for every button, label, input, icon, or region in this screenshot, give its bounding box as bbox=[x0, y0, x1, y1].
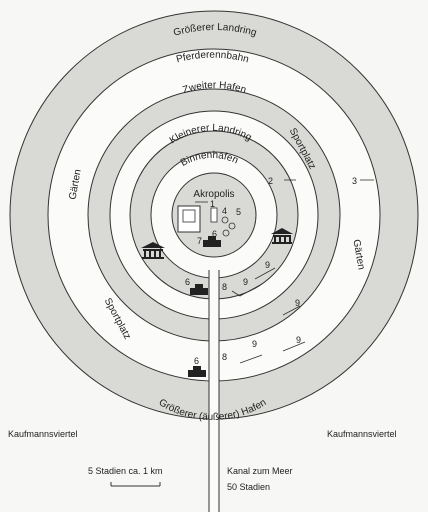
label-canal-1: Kanal zum Meer bbox=[227, 466, 293, 476]
label-merchants-left: Kaufmannsviertel bbox=[8, 429, 78, 439]
temple-icon-right bbox=[271, 228, 293, 244]
building-icon-center bbox=[203, 236, 221, 247]
num-9a: 9 bbox=[243, 277, 248, 287]
num-9c: 9 bbox=[295, 298, 300, 308]
label-racecourse: Pferderennbahn bbox=[175, 50, 250, 66]
num-2: 2 bbox=[268, 176, 273, 186]
num-9d: 9 bbox=[252, 339, 257, 349]
label-outer-land: Größerer Landring bbox=[172, 22, 257, 39]
num-1: 1 bbox=[210, 199, 215, 209]
canal bbox=[208, 272, 220, 512]
num-8b: 8 bbox=[222, 352, 227, 362]
scale-bar bbox=[110, 482, 161, 487]
num-6c: 6 bbox=[194, 356, 199, 366]
num-8a: 8 bbox=[222, 282, 227, 292]
label-canal-2: 50 Stadien bbox=[227, 482, 270, 492]
label-gardens-left: Gärten bbox=[67, 169, 83, 201]
temple-icon-left bbox=[141, 242, 165, 259]
tree-icons bbox=[221, 216, 236, 237]
label-gardens-right: Gärten bbox=[350, 239, 366, 271]
bridge-marks bbox=[208, 270, 220, 380]
num-7: 7 bbox=[197, 236, 202, 246]
num-9e: 9 bbox=[296, 335, 301, 345]
num-3: 3 bbox=[352, 176, 357, 186]
label-scale: 5 Stadien ca. 1 km bbox=[88, 466, 163, 476]
num-6b: 6 bbox=[185, 277, 190, 287]
label-acropolis: Akropolis bbox=[193, 189, 234, 200]
building-icon-mid bbox=[190, 284, 208, 295]
building-icon-lower bbox=[188, 366, 206, 377]
label-merchants-right: Kaufmannsviertel bbox=[327, 429, 397, 439]
num-9b: 9 bbox=[265, 260, 270, 270]
num-5: 5 bbox=[236, 207, 241, 217]
num-6a: 6 bbox=[212, 229, 217, 239]
num-4: 4 bbox=[222, 206, 227, 216]
acropolis-block bbox=[177, 205, 218, 233]
label-second-harbor: Zweiter Hafen bbox=[181, 80, 247, 96]
dock-marks bbox=[231, 267, 306, 364]
